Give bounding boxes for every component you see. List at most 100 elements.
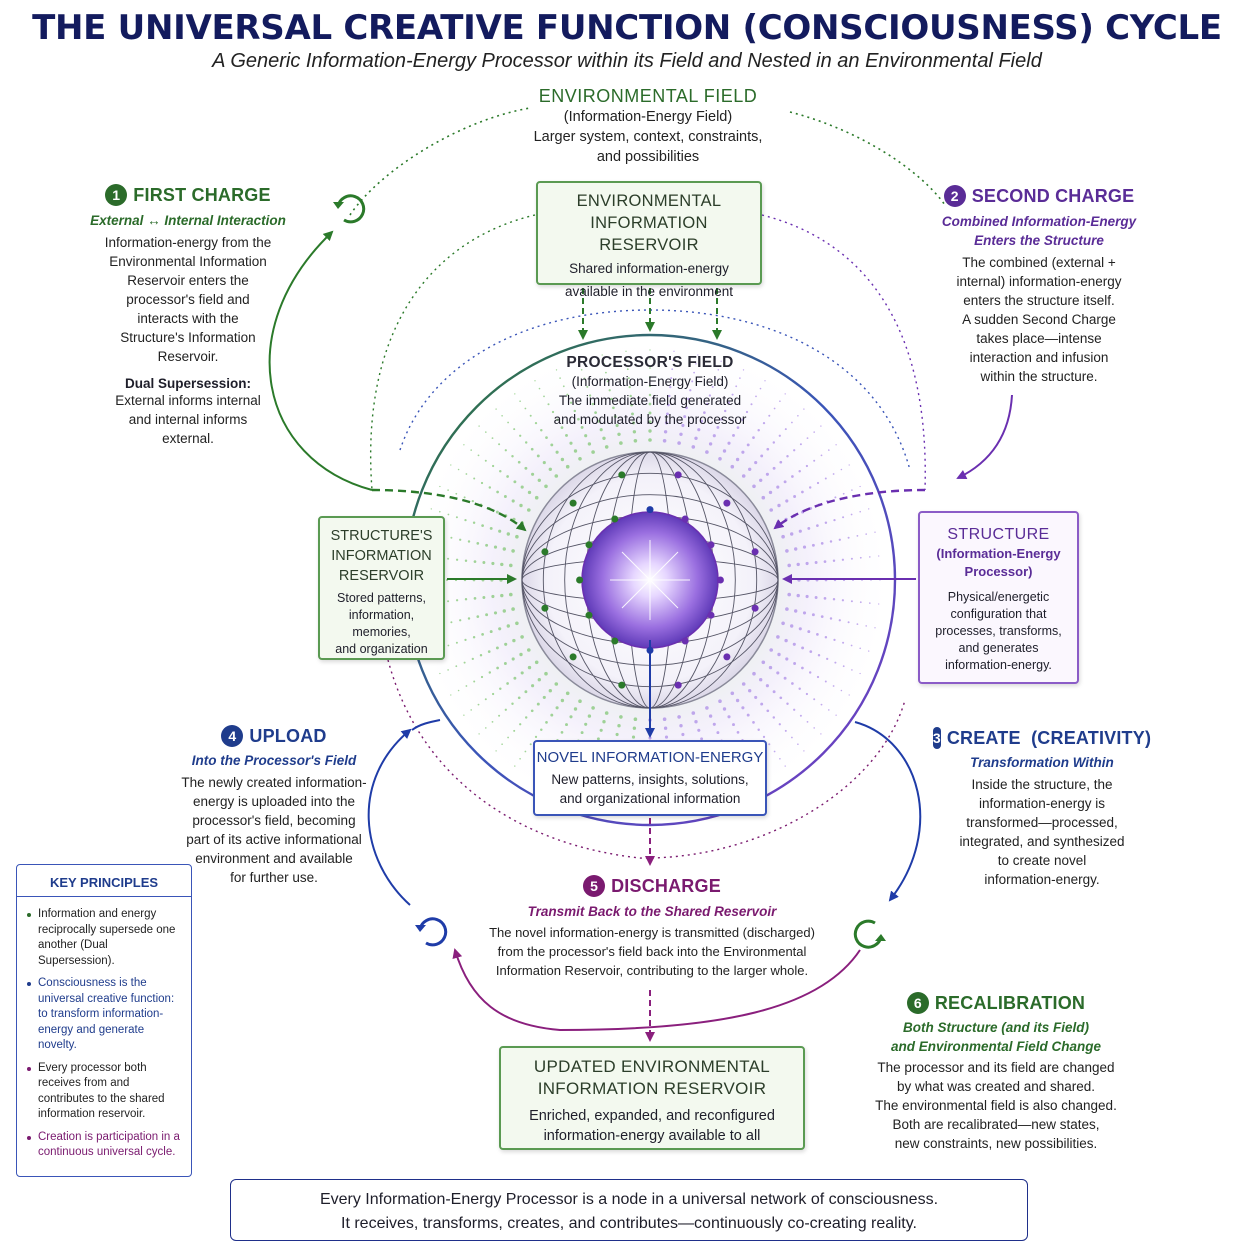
field-dot <box>500 593 504 598</box>
field-dot <box>739 377 741 379</box>
field-dot <box>602 436 606 440</box>
page-title: THE UNIVERSAL CREATIVE FUNCTION (CONSCIO… <box>32 8 1222 48</box>
field-dot <box>551 410 555 414</box>
field-dot <box>544 671 548 676</box>
field-dot <box>491 464 495 468</box>
field-dot <box>736 426 740 429</box>
field-dot <box>785 607 789 611</box>
field-dot <box>455 599 459 602</box>
field-dot <box>802 545 807 549</box>
mesh-node <box>751 604 759 612</box>
field-dot <box>833 638 836 642</box>
field-dot <box>829 540 833 543</box>
field-dot <box>781 534 785 539</box>
field-dot <box>555 706 559 710</box>
field-dot <box>580 731 584 735</box>
field-dot <box>776 485 780 489</box>
field-dot <box>615 423 619 428</box>
field-dot <box>671 368 674 371</box>
field-dot <box>832 685 835 687</box>
field-dot <box>712 722 716 726</box>
field-dot <box>470 709 472 711</box>
field-dot <box>824 521 828 525</box>
field-dot <box>554 682 559 686</box>
field-dot <box>792 642 796 646</box>
field-dot <box>513 480 517 484</box>
field-dot <box>519 723 522 726</box>
field-dot <box>772 466 776 470</box>
field-dot <box>606 380 609 383</box>
field-dot <box>610 397 613 401</box>
field-dot <box>691 711 696 715</box>
field-dot <box>797 743 799 745</box>
field-dot <box>841 599 845 602</box>
field-dot <box>511 702 514 706</box>
field-dot <box>823 597 827 600</box>
field-dot <box>628 385 631 389</box>
field-dot <box>752 671 756 676</box>
field-dot <box>813 727 815 729</box>
field-dot <box>820 615 824 618</box>
environmental-field-arc-left <box>349 107 531 216</box>
field-dot <box>550 713 554 717</box>
field-dot <box>507 736 509 739</box>
field-dot <box>777 652 781 657</box>
field-dot <box>851 489 853 491</box>
field-dot <box>506 682 509 685</box>
environmental-field-label: ENVIRONMENTAL FIELD (Information-Energy … <box>480 86 816 167</box>
field-dot <box>467 540 471 543</box>
field-dot <box>869 602 871 604</box>
field-dot <box>859 647 861 650</box>
field-dot <box>834 661 837 664</box>
field-dot <box>784 729 787 732</box>
field-dot <box>515 534 519 539</box>
field-dot <box>604 445 609 449</box>
field-dot <box>478 733 480 735</box>
field-dot <box>476 542 480 545</box>
field-dot <box>748 689 752 693</box>
field-dot <box>500 562 504 567</box>
field-dot <box>842 641 845 644</box>
field-dot <box>496 666 499 670</box>
field-dot <box>534 660 539 665</box>
field-dot <box>484 459 487 462</box>
field-dot <box>577 417 580 421</box>
field-dot <box>587 714 592 718</box>
field-dot <box>463 444 465 446</box>
field-dot <box>666 412 669 416</box>
field-dot <box>478 425 480 427</box>
field-dot <box>741 706 745 710</box>
field-dot <box>850 513 853 516</box>
mesh-node <box>707 611 715 619</box>
field-dot <box>784 393 786 395</box>
field-dot <box>746 443 750 447</box>
field-dot <box>480 675 484 679</box>
field-dot <box>813 431 815 433</box>
field-dot <box>447 600 450 603</box>
field-dot <box>762 421 766 425</box>
field-dot <box>760 454 764 458</box>
footer-statement: Every Information-Energy Processor is a … <box>230 1179 1028 1241</box>
field-dot <box>520 671 524 675</box>
field-dot <box>450 536 453 539</box>
field-dot <box>586 385 589 388</box>
field-dot <box>801 490 804 494</box>
field-dot <box>527 508 531 512</box>
field-dot <box>769 648 773 652</box>
field-dot <box>806 721 809 723</box>
field-dot <box>617 432 621 436</box>
field-dot <box>847 536 850 539</box>
field-dot <box>672 359 674 361</box>
field-dot <box>547 403 550 406</box>
field-dot <box>838 619 841 622</box>
field-dot <box>697 354 699 356</box>
field-dot <box>485 431 487 433</box>
cycle-arrow-icon-blue <box>415 917 448 947</box>
field-dot <box>506 532 510 536</box>
field-dot <box>554 474 559 478</box>
field-dot <box>663 430 668 434</box>
field-dot <box>797 415 799 417</box>
mesh-node <box>569 653 577 661</box>
field-dot <box>745 410 749 414</box>
